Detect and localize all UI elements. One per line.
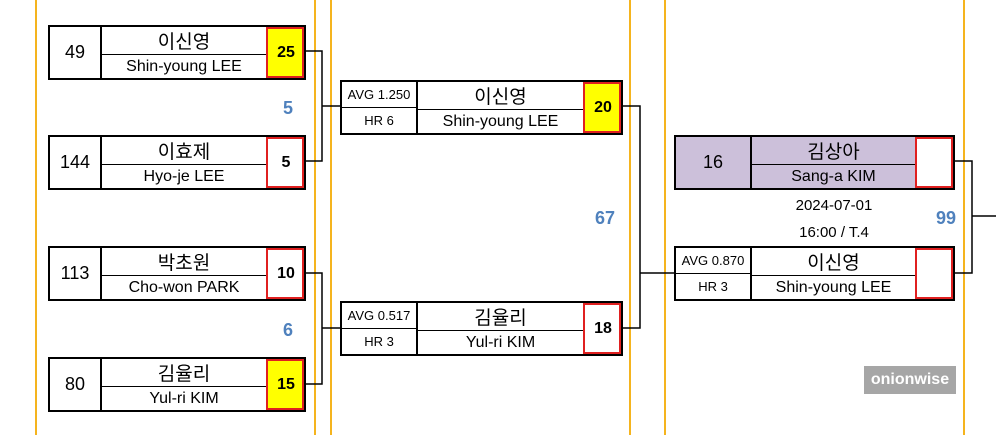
player-name-kr: 김율리 — [102, 359, 266, 387]
match-number: 67 — [595, 208, 616, 228]
player-name-kr: 이신영 — [102, 27, 266, 55]
match-date: 2024-07-01 — [795, 197, 873, 214]
avg-stat: AVG 0.870 — [676, 248, 750, 274]
player-name-kr: 이효제 — [102, 137, 266, 165]
player-name-kr: 김상아 — [752, 137, 915, 165]
match-entry: 49 이신영 Shin-young LEE 25 — [48, 25, 306, 80]
score: 20 — [583, 82, 621, 133]
divider-line — [35, 0, 37, 435]
score: 18 — [583, 303, 621, 354]
seed-number: 16 — [676, 137, 752, 188]
hr-stat: HR 3 — [364, 334, 394, 349]
player-name-kr: 이신영 — [752, 248, 915, 276]
score — [915, 248, 953, 299]
match-entry: 80 김율리 Yul-ri KIM 15 — [48, 357, 306, 412]
score: 25 — [266, 27, 304, 78]
avg-stat: AVG 0.517 — [342, 303, 416, 329]
player-name-kr: 박초원 — [102, 248, 266, 276]
score: 5 — [266, 137, 304, 188]
match-number: 6 — [283, 320, 294, 340]
score — [915, 137, 953, 188]
score: 15 — [266, 359, 304, 410]
seed-number: 80 — [50, 359, 102, 410]
player-name-kr: 이신영 — [418, 82, 583, 110]
divider-line — [314, 0, 316, 435]
hr-stat: HR 3 — [698, 279, 728, 294]
player-name-en: Cho-won PARK — [128, 278, 240, 296]
divider-line — [629, 0, 631, 435]
player-name-kr: 김율리 — [418, 303, 583, 331]
match-entry: AVG 1.250 HR 6 이신영 Shin-young LEE 20 — [340, 80, 623, 135]
player-name-en: Shin-young LEE — [442, 112, 559, 130]
match-entry: AVG 0.870 HR 3 이신영 Shin-young LEE — [674, 246, 955, 301]
score: 10 — [266, 248, 304, 299]
hr-stat: HR 6 — [364, 113, 394, 128]
match-entry: AVG 0.517 HR 3 김율리 Yul-ri KIM 18 — [340, 301, 623, 356]
player-name-en: Shin-young LEE — [775, 278, 892, 296]
seed-number: 113 — [50, 248, 102, 299]
player-name-en: Shin-young LEE — [126, 57, 242, 75]
match-time: 16:00 / T.4 — [799, 224, 869, 241]
watermark: onionwise — [864, 366, 956, 394]
match-entry: 144 이효제 Hyo-je LEE 5 — [48, 135, 306, 190]
player-name-en: Yul-ri KIM — [149, 389, 219, 407]
match-entry: 16 김상아 Sang-a KIM — [674, 135, 955, 190]
match-number: 99 — [936, 208, 957, 228]
divider-line — [330, 0, 332, 435]
divider-line — [963, 0, 965, 435]
seed-number: 49 — [50, 27, 102, 78]
avg-stat: AVG 1.250 — [342, 82, 416, 108]
player-name-en: Sang-a KIM — [791, 167, 876, 185]
match-number: 5 — [283, 98, 294, 118]
player-name-en: Hyo-je LEE — [143, 167, 225, 185]
divider-line — [664, 0, 666, 435]
seed-number: 144 — [50, 137, 102, 188]
match-entry: 113 박초원 Cho-won PARK 10 — [48, 246, 306, 301]
player-name-en: Yul-ri KIM — [465, 333, 536, 351]
